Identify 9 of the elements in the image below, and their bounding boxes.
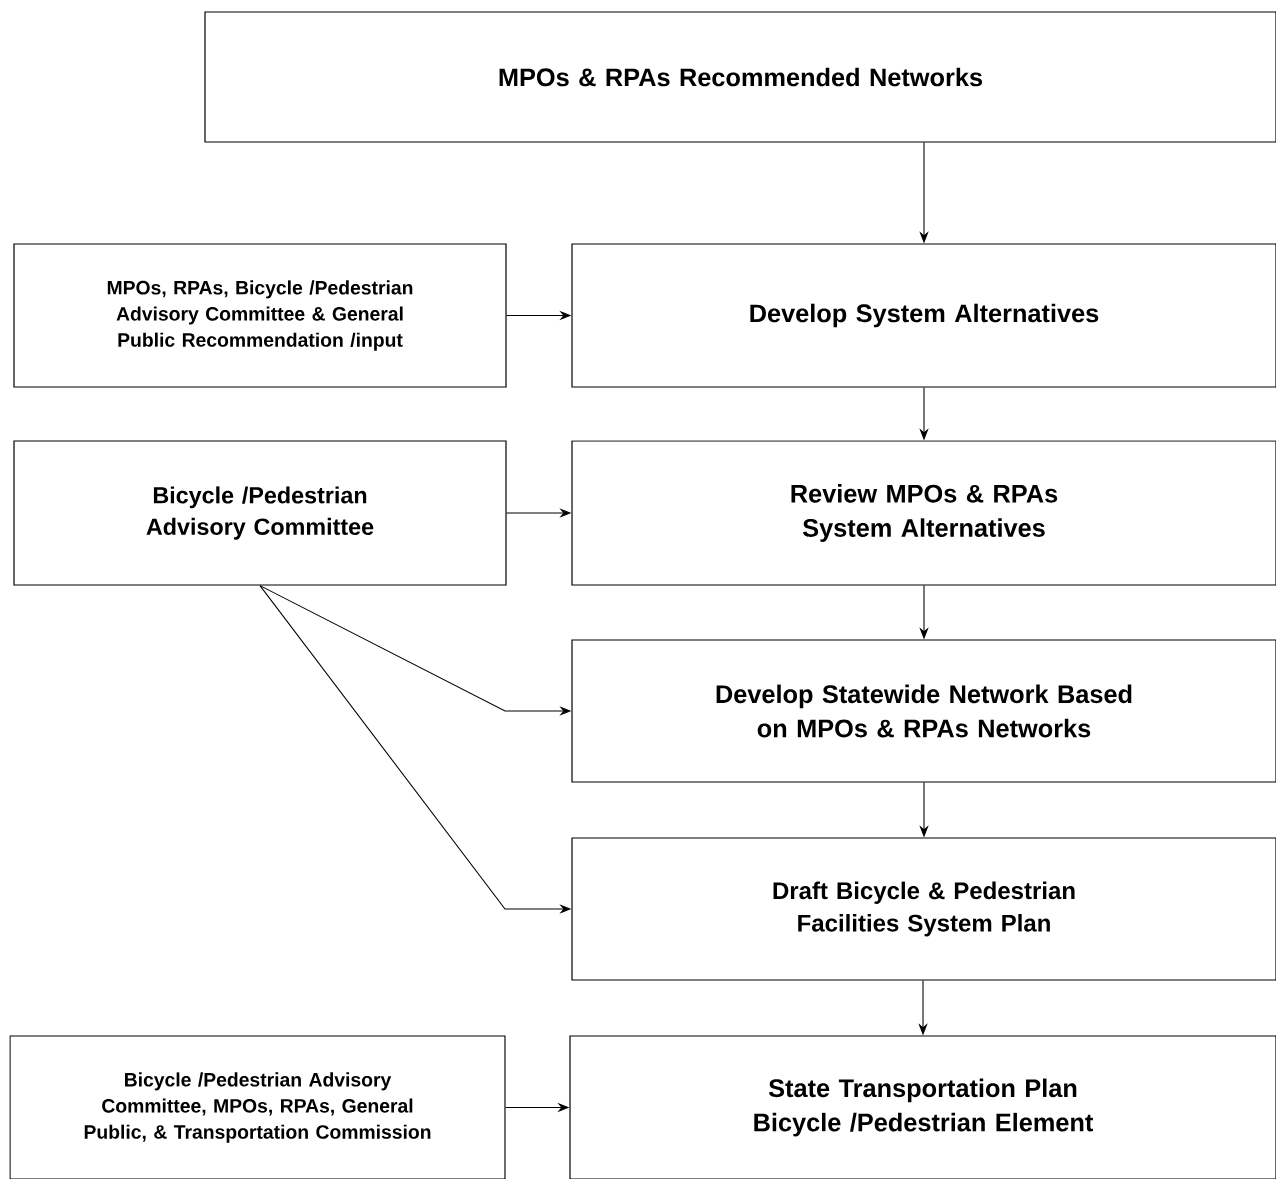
process-box: Develop Statewide Network Based on MPOs & RPAs Networks: [571, 639, 1276, 783]
process-box: Develop System Alternatives: [571, 243, 1276, 388]
process-box: Review MPOs & RPAs System Alternatives: [571, 440, 1276, 586]
process-box: Draft Bicycle & Pedestrian Facilities System Plan: [571, 837, 1276, 981]
process-box: MPOs, RPAs, Bicycle /Pedestrian Advisory Committee & General Public Recommendation /input: [13, 243, 507, 388]
process-box: Bicycle /Pedestrian Advisory Committee: [13, 440, 507, 586]
process-box: Bicycle /Pedestrian Advisory Committee, MPOs, RPAs, General Public, & Transportation Commission: [9, 1035, 506, 1179]
process-box: State Transportation Plan Bicycle /Pedestrian Element: [569, 1035, 1276, 1179]
process-box: MPOs & RPAs Recommended Networks: [204, 11, 1276, 143]
